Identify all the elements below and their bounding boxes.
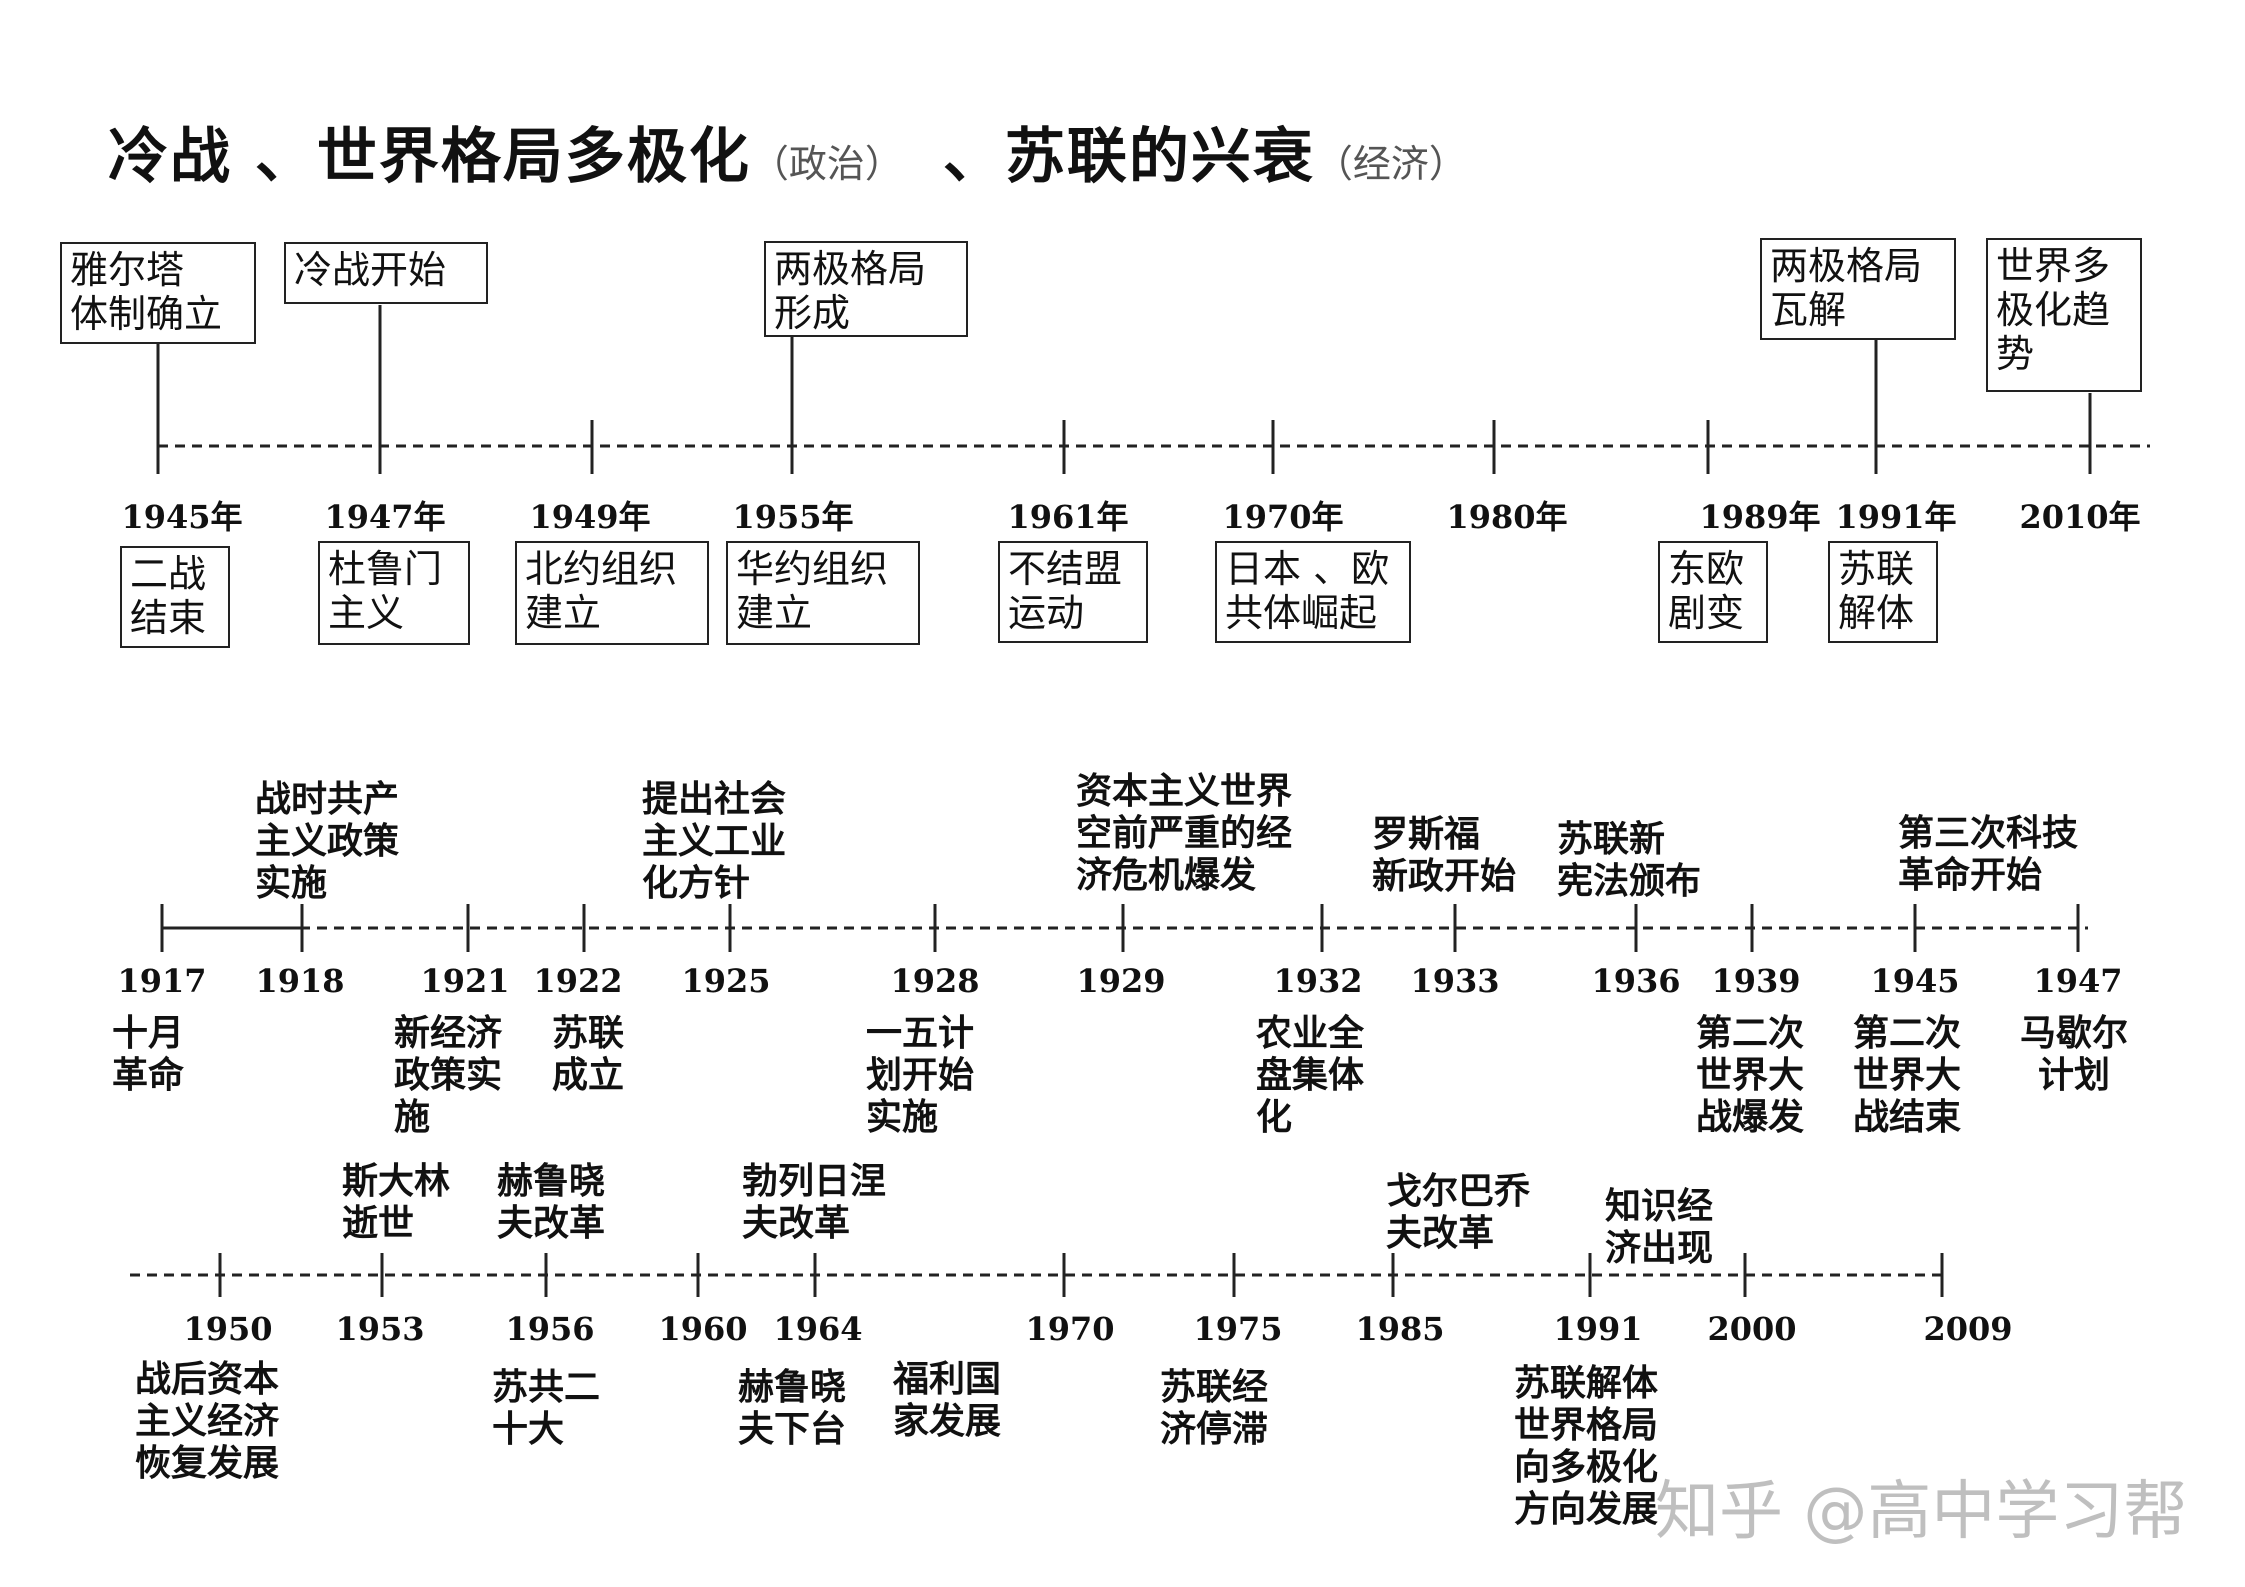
year-label: 2010年 [2019,498,2141,536]
year-label: 1955年 [732,498,854,536]
event-label-postwar-recovery: 战后资本 主义经济 恢复发展 [135,1358,280,1484]
event-label-ww2-end: 第二次 世界大 战结束 [1853,1012,1962,1138]
event-box-warsaw: 华约组织 建立 [726,541,920,645]
event-label-ussr-founded: 苏联 成立 [552,1012,625,1096]
year-label: 1947 [2033,962,2123,1000]
title-part1: 冷战 、世界格局多极化 [108,122,751,192]
year-label: 1975 [1193,1310,1283,1348]
event-label-war-communism: 战时共产 主义政策 实施 [255,778,400,904]
year-label: 1991年 [1835,498,1957,536]
year-label: 1956 [505,1310,595,1348]
year-label: 1970年 [1222,498,1344,536]
year-label: 1917 [117,962,207,1000]
year-label: 1928 [890,962,980,1000]
event-label-gorbachev-reform: 戈尔巴乔 夫改革 [1386,1170,1531,1254]
year-label: 1922 [533,962,623,1000]
event-label-khrushchev-ousted: 赫鲁晓 夫下台 [738,1366,847,1450]
event-label-welfare-state: 福利国 家发展 [893,1358,1002,1442]
year-label: 2000 [1707,1310,1797,1348]
year-label: 1991 [1553,1310,1643,1348]
event-box-bipolar-formed: 两极格局 形成 [764,241,968,337]
year-label: 1945年 [121,498,243,536]
title-part2: 、苏联的兴衰 [942,122,1315,192]
year-label: 1964 [773,1310,863,1348]
year-label: 1918 [255,962,345,1000]
event-label-stalin-death: 斯大林 逝世 [342,1160,451,1244]
year-label: 1970 [1025,1310,1115,1348]
event-box-ww2-end: 二战 结束 [120,546,230,648]
event-label-industrialization: 提出社会 主义工业 化方针 [642,778,787,904]
event-box-ussr-collapse: 苏联 解体 [1828,541,1938,643]
year-label: 1949年 [529,498,651,536]
event-label-soviet-stagnation: 苏联经 济停滞 [1160,1366,1269,1450]
event-label-soviet-constitution: 苏联新 宪法颁布 [1557,818,1702,902]
title-part1-note: （政治） [750,142,903,186]
event-label-collectivization: 农业全 盘集体 化 [1256,1012,1365,1138]
event-box-truman: 杜鲁门 主义 [318,541,470,645]
event-box-bipolar-collapse: 两极格局 瓦解 [1760,238,1956,340]
year-label: 1933 [1410,962,1500,1000]
event-label-nep: 新经济 政策实 施 [394,1012,503,1138]
year-label: 1925 [681,962,771,1000]
year-label: 2009 [1923,1310,2013,1348]
event-box-east-europe: 东欧 剧变 [1658,541,1768,643]
event-box-nato: 北约组织 建立 [515,541,709,645]
event-box-multipolar: 世界多 极化趋 势 [1986,238,2142,392]
year-label: 1932 [1273,962,1363,1000]
year-label: 1936 [1591,962,1681,1000]
year-label: 1989年 [1699,498,1821,536]
event-label-ww2-start: 第二次 世界大 战爆发 [1696,1012,1805,1138]
event-label-great-depression: 资本主义世界 空前严重的经 济危机爆发 [1076,770,1293,896]
year-label: 1950 [183,1310,273,1348]
year-label: 1921 [420,962,510,1000]
year-label: 1929 [1076,962,1166,1000]
event-box-coldwar-start: 冷战开始 [284,242,488,304]
event-label-multipolar-trend: 苏联解体 世界格局 向多极化 方向发展 [1514,1362,1659,1530]
event-label-third-tech-revolution: 第三次科技 革命开始 [1898,812,2079,896]
title-part2-note: （经济） [1314,142,1467,186]
event-label-knowledge-economy: 知识经 济出现 [1605,1185,1714,1269]
event-label-new-deal: 罗斯福 新政开始 [1372,813,1517,897]
year-label: 1961年 [1007,498,1129,536]
year-label: 1945 [1870,962,1960,1000]
event-box-nonaligned: 不结盟 运动 [998,541,1148,643]
event-label-khrushchev-reform: 赫鲁晓 夫改革 [497,1160,606,1244]
year-label: 1953 [335,1310,425,1348]
event-label-marshall-plan: 马歇尔 计划 [2020,1012,2129,1096]
page-title: 冷战 、世界格局多极化（政治） 、苏联的兴衰（经济） [108,108,1467,195]
event-box-japan-eu: 日本 、欧 共体崛起 [1215,541,1411,643]
year-label: 1980年 [1446,498,1568,536]
year-label: 1985 [1355,1310,1445,1348]
watermark-text: 知乎 @高中学习帮 [1655,1475,2188,1549]
event-label-october-revolution: 十月 革命 [112,1012,185,1096]
year-label: 1947年 [324,498,446,536]
event-label-brezhnev-reform: 勃列日涅 夫改革 [742,1160,887,1244]
year-label: 1939 [1711,962,1801,1000]
year-label: 1960 [658,1310,748,1348]
event-label-cpsu-20th: 苏共二 十大 [492,1366,601,1450]
event-box-yalta: 雅尔塔 体制确立 [60,242,256,344]
event-label-five-year-plan: 一五计 划开始 实施 [866,1012,975,1138]
